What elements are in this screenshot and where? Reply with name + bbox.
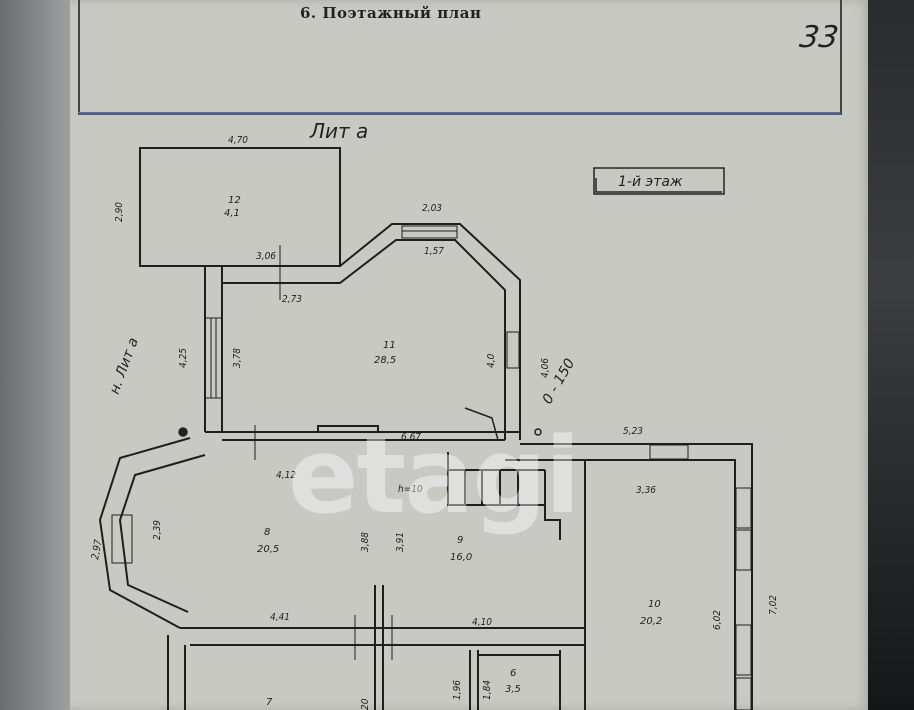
room-8-number: 8 xyxy=(264,527,270,538)
dim-391: 3,91 xyxy=(395,532,406,552)
background-right xyxy=(868,0,914,710)
room-11-area: 28,5 xyxy=(374,355,396,366)
page-frame xyxy=(78,0,842,115)
dim-470: 4,70 xyxy=(228,135,248,146)
dim-425: 4,25 xyxy=(178,348,189,368)
left-corridor-wall xyxy=(204,266,223,432)
background-left xyxy=(0,0,78,710)
windows xyxy=(111,225,752,710)
document-sheet xyxy=(70,0,870,710)
dim-20: 20 xyxy=(360,698,371,710)
room-10-area: 20,2 xyxy=(640,616,662,627)
dim-378: 3,78 xyxy=(232,348,243,368)
room-11-inner xyxy=(222,239,506,440)
room-12-area: 4,1 xyxy=(224,208,240,219)
room-11-number: 11 xyxy=(383,340,396,351)
liter-label: Лит а xyxy=(309,119,368,143)
dim-410: 4,10 xyxy=(472,617,492,628)
dim-441: 4,41 xyxy=(270,612,290,623)
room-6-area: 3,5 xyxy=(505,684,521,695)
dim-336: 3,36 xyxy=(636,485,656,496)
dim-h10: h=10 xyxy=(398,484,423,495)
dim-273: 2,73 xyxy=(282,294,302,305)
watermark: etagi xyxy=(288,415,581,537)
room-12-number: 12 xyxy=(228,195,241,206)
dim-290: 2,90 xyxy=(114,202,125,222)
handwriting xyxy=(178,167,725,441)
dim-40: 4,0 xyxy=(486,353,497,368)
dim-702: 7,02 xyxy=(768,595,779,615)
dim-602: 6,02 xyxy=(712,610,723,630)
room-8-area: 20,5 xyxy=(257,544,279,555)
right-inner-wall xyxy=(505,459,736,710)
room-6-number: 6 xyxy=(510,668,516,679)
dim-388: 3,88 xyxy=(360,532,371,552)
dim-297: 2,97 xyxy=(90,539,104,561)
page-title: 6. Поэтажный план xyxy=(300,4,482,22)
room-11-outer xyxy=(205,223,521,440)
dim-196: 1,96 xyxy=(452,680,463,700)
frame-divider xyxy=(78,112,840,113)
room-labels: 12 4,1 11 28,5 8 20,5 9 16,0 10 20,2 6 3… xyxy=(224,195,662,708)
right-outer-wall xyxy=(520,443,753,710)
bay-window-inner xyxy=(118,454,206,613)
dim-412: 4,12 xyxy=(276,470,296,481)
dimension-labels: 4,70 2,90 3,06 2,73 2,03 1,57 4,25 3,78 … xyxy=(90,135,779,710)
room-12-outline xyxy=(139,147,341,267)
dim-239: 2,39 xyxy=(152,520,163,540)
room-9-number: 9 xyxy=(457,535,463,546)
dim-203: 2,03 xyxy=(422,203,442,214)
dim-184: 1,84 xyxy=(482,680,493,700)
dim-667: 6,67 xyxy=(401,432,421,443)
stairs xyxy=(447,452,545,506)
dim-406: 4,06 xyxy=(540,358,551,378)
dim-523: 5,23 xyxy=(623,426,643,437)
room-10-number: 10 xyxy=(648,599,661,610)
dim-306: 3,06 xyxy=(256,251,276,262)
floor-stamp: 1-й этаж xyxy=(618,174,683,190)
bay-window-outer xyxy=(98,437,191,629)
dim-157: 1,57 xyxy=(424,246,444,257)
handwritten-note-left: н. Лит а xyxy=(107,336,142,397)
room-7-number: 7 xyxy=(266,697,273,708)
room-9-area: 16,0 xyxy=(450,552,472,563)
